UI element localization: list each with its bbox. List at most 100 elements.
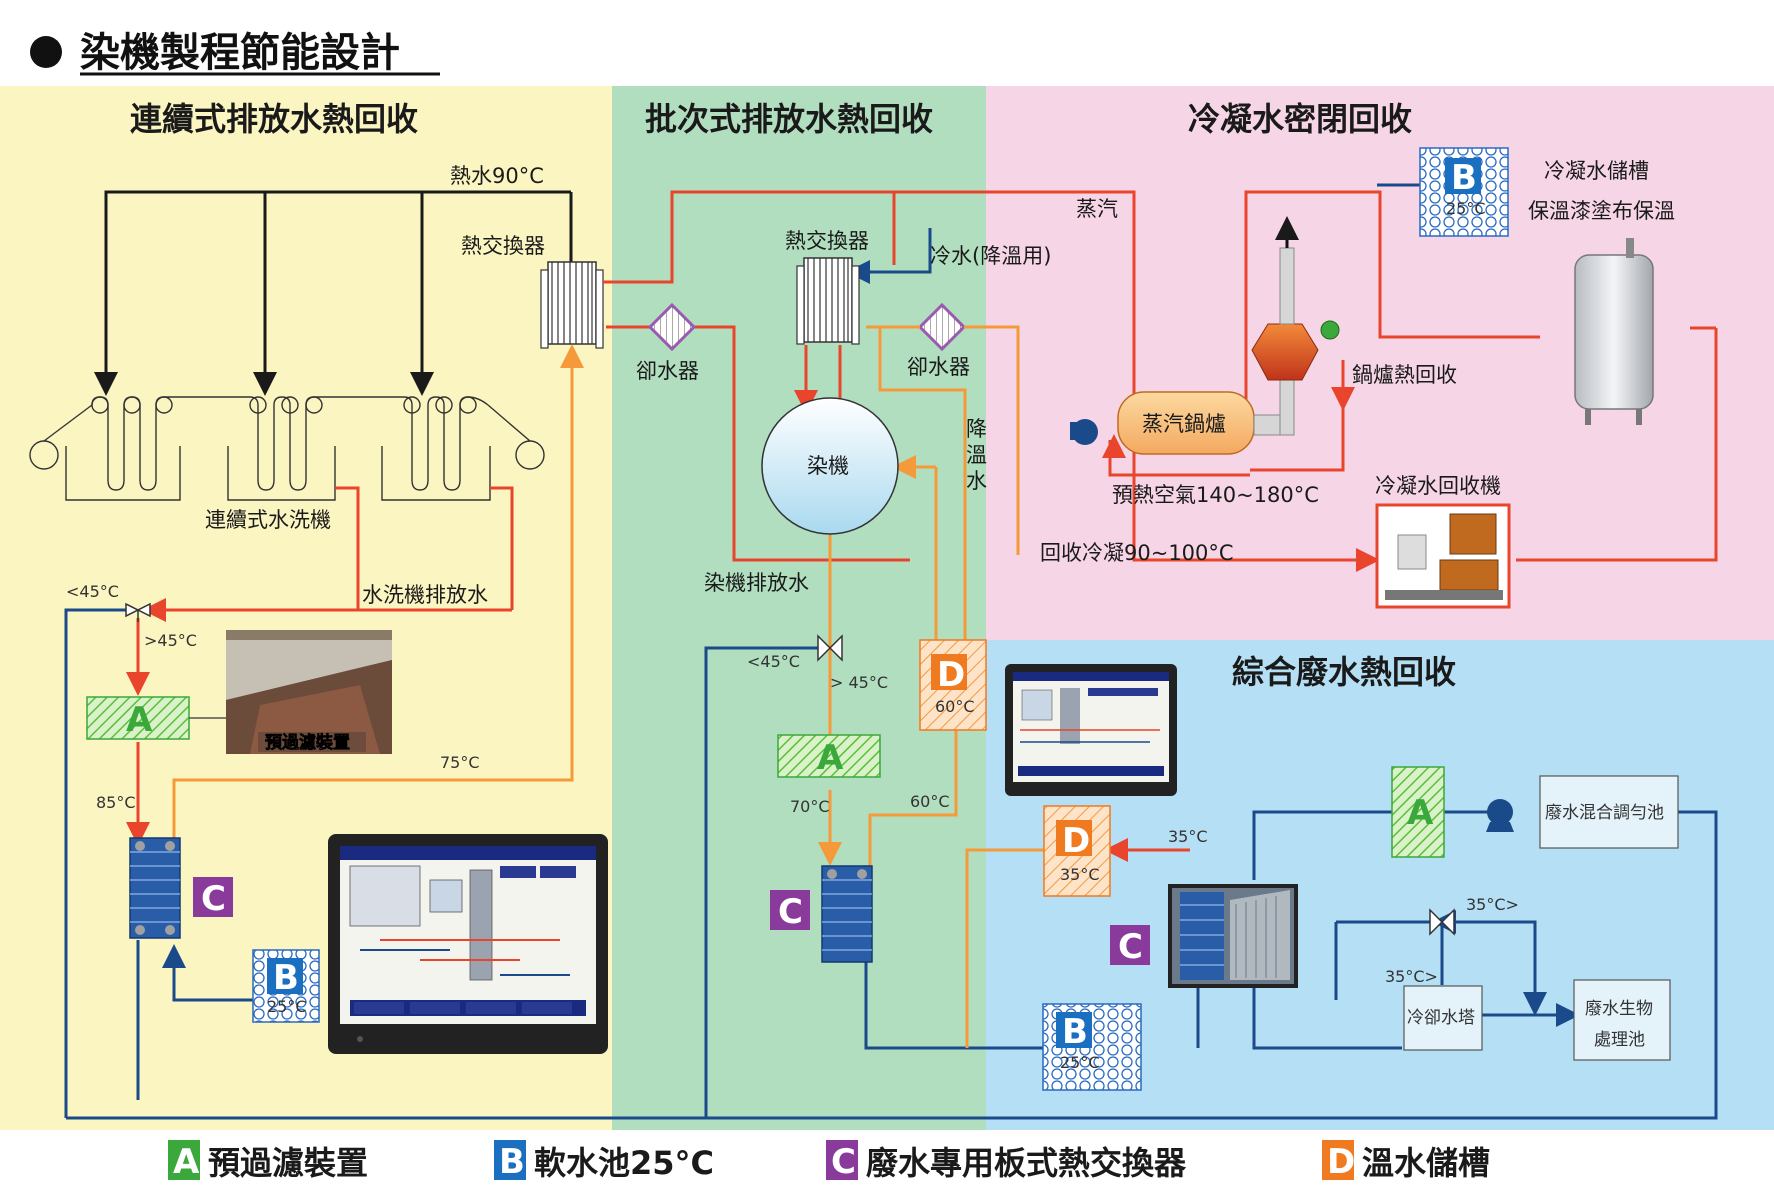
legend-b-text: 軟水池25°C	[534, 1144, 714, 1182]
boiler-heat-label: 鍋爐熱回收	[1352, 363, 1457, 387]
heat-exchanger-2-label: 熱交換器	[785, 229, 869, 253]
heat-exchanger-1-label: 熱交換器	[461, 234, 545, 258]
cooler-2-icon	[917, 302, 967, 352]
badge-a-combined	[1391, 766, 1445, 858]
dye-machine	[761, 397, 899, 535]
cool-down-label-1: 降	[966, 417, 987, 441]
continuous-recovery-lines	[172, 344, 584, 850]
badge-c-continuous	[193, 877, 233, 917]
steam-label: 蒸汽	[1076, 197, 1118, 221]
legend-c-text: 廢水專用板式熱交換器	[866, 1144, 1187, 1182]
temp-35-b: 35°C	[1168, 827, 1208, 846]
legend-d-text: 溫水儲槽	[1362, 1144, 1490, 1182]
badge-b-letter-combined: B	[1062, 1012, 1088, 1052]
cold-water-label: 冷水(降溫用)	[930, 244, 1051, 268]
section-title-continuous: 連續式排放水熱回收	[130, 100, 418, 138]
control-monitor-large	[328, 834, 608, 1054]
cooling-tower-label: 冷卻水塔	[1407, 1008, 1475, 1028]
section-title-condensate: 冷凝水密閉回收	[1188, 100, 1412, 138]
legend: A 預過濾裝置 B 軟水池25°C C 廢水專用板式熱交換器 D 溫水儲槽	[168, 1140, 1490, 1182]
badge-b-letter-condensate: B	[1451, 158, 1477, 198]
badge-c-letter-combined: C	[1118, 927, 1143, 967]
control-monitor-small	[1005, 664, 1177, 796]
badge-b-inner-continuous	[267, 958, 303, 994]
badge-c-combined	[1110, 925, 1150, 965]
condensate-tank	[1574, 238, 1654, 425]
legend-d-letter: D	[1327, 1142, 1355, 1182]
region-batch	[612, 86, 986, 1130]
bio-tank	[1573, 979, 1671, 1061]
title-bullet-icon	[30, 36, 62, 68]
bio-tank-label-1: 廢水生物	[1585, 999, 1653, 1019]
continuous-washer	[29, 396, 545, 501]
badge-c-batch	[770, 890, 810, 930]
legend-b-letter: B	[499, 1142, 525, 1182]
valve-3-icon	[1429, 908, 1455, 936]
legend-item-c: C 廢水專用板式熱交換器	[826, 1140, 1187, 1182]
plate-heat-exchanger-continuous	[129, 837, 181, 939]
temp-gt45-a: >45°C	[144, 631, 197, 650]
temp-60-a: 60°C	[935, 697, 975, 716]
badge-d-letter-batch: D	[937, 655, 965, 695]
page-title: 染機製程節能設計	[80, 30, 400, 76]
batch-warm-lines	[818, 325, 1020, 870]
preheat-air-label: 預熱空氣140~180°C	[1112, 483, 1319, 507]
legend-a-text: 預過濾裝置	[208, 1144, 368, 1182]
continuous-cold-lines	[64, 608, 260, 1118]
cool-down-label-3: 水	[966, 469, 987, 493]
condensate-recovery-machine	[1375, 503, 1511, 609]
temp-25-a: 25°C	[267, 997, 307, 1016]
badge-b-inner-combined	[1056, 1012, 1092, 1048]
temp-35-d: 35°C>	[1385, 967, 1438, 986]
batch-cold-water-line	[846, 228, 932, 284]
temp-25-b: 25°C	[1446, 199, 1486, 218]
cooler-1-label: 卻水器	[636, 359, 699, 383]
badge-b-letter-continuous: B	[273, 958, 299, 998]
three-way-valve-1-icon	[125, 602, 151, 622]
batch-hot-lines	[603, 190, 1380, 572]
badge-d-inner-batch	[931, 654, 967, 690]
recover-condensate-label: 回收冷凝90~100°C	[1040, 541, 1234, 565]
mix-tank	[1539, 775, 1679, 849]
temp-35-a: 35°C	[1060, 865, 1100, 884]
dye-machine-label: 染機	[807, 454, 849, 478]
hot-water-label: 熱水90°C	[450, 164, 544, 188]
temp-75: 75°C	[440, 753, 480, 772]
cooler-2-label: 卻水器	[907, 355, 970, 379]
cooler-1-icon	[647, 302, 697, 352]
mix-tank-label: 廢水混合調勻池	[1545, 803, 1664, 823]
badge-c-letter-continuous: C	[201, 879, 226, 919]
washer-discharge-lines	[126, 486, 514, 846]
badge-a-letter-batch: A	[817, 738, 844, 778]
boiler-label: 蒸汽鍋爐	[1142, 412, 1226, 436]
temp-85: 85°C	[96, 793, 136, 812]
bio-tank-label-2: 處理池	[1594, 1030, 1645, 1050]
badge-d-letter-combined: D	[1062, 821, 1090, 861]
section-title-batch: 批次式排放水熱回收	[645, 100, 933, 138]
badge-a-letter-combined: A	[1407, 793, 1434, 833]
cool-down-label-2: 溫	[966, 443, 987, 467]
steam-boiler	[1070, 216, 1340, 455]
washer-label: 連續式水洗機	[205, 508, 331, 532]
heat-exchanger-1	[540, 261, 604, 349]
prefilter-photo	[226, 630, 392, 754]
temp-70: 70°C	[790, 797, 830, 816]
temp-lt45-b: <45°C	[747, 652, 800, 671]
heat-exchanger-2	[796, 257, 860, 345]
insulation-label: 保溫漆塗布保溫	[1528, 199, 1675, 223]
condensate-tank-label: 冷凝水儲槽	[1544, 159, 1649, 183]
badge-c-letter-batch: C	[778, 892, 803, 932]
temp-gt45-b: > 45°C	[830, 673, 888, 692]
valve-2-icon	[817, 634, 843, 662]
badge-b-inner-condensate	[1445, 158, 1481, 194]
legend-a-letter: A	[173, 1142, 200, 1182]
batch-cold-lines	[704, 646, 1043, 1118]
badge-d-inner-combined	[1056, 820, 1092, 856]
dye-discharge-label: 染機排放水	[704, 571, 809, 595]
legend-item-b: B 軟水池25°C	[494, 1140, 714, 1182]
hot-water-lines	[94, 190, 573, 396]
washer-discharge-label: 水洗機排放水	[362, 583, 488, 607]
temp-60-b: 60°C	[910, 792, 950, 811]
legend-c-letter: C	[831, 1142, 856, 1182]
